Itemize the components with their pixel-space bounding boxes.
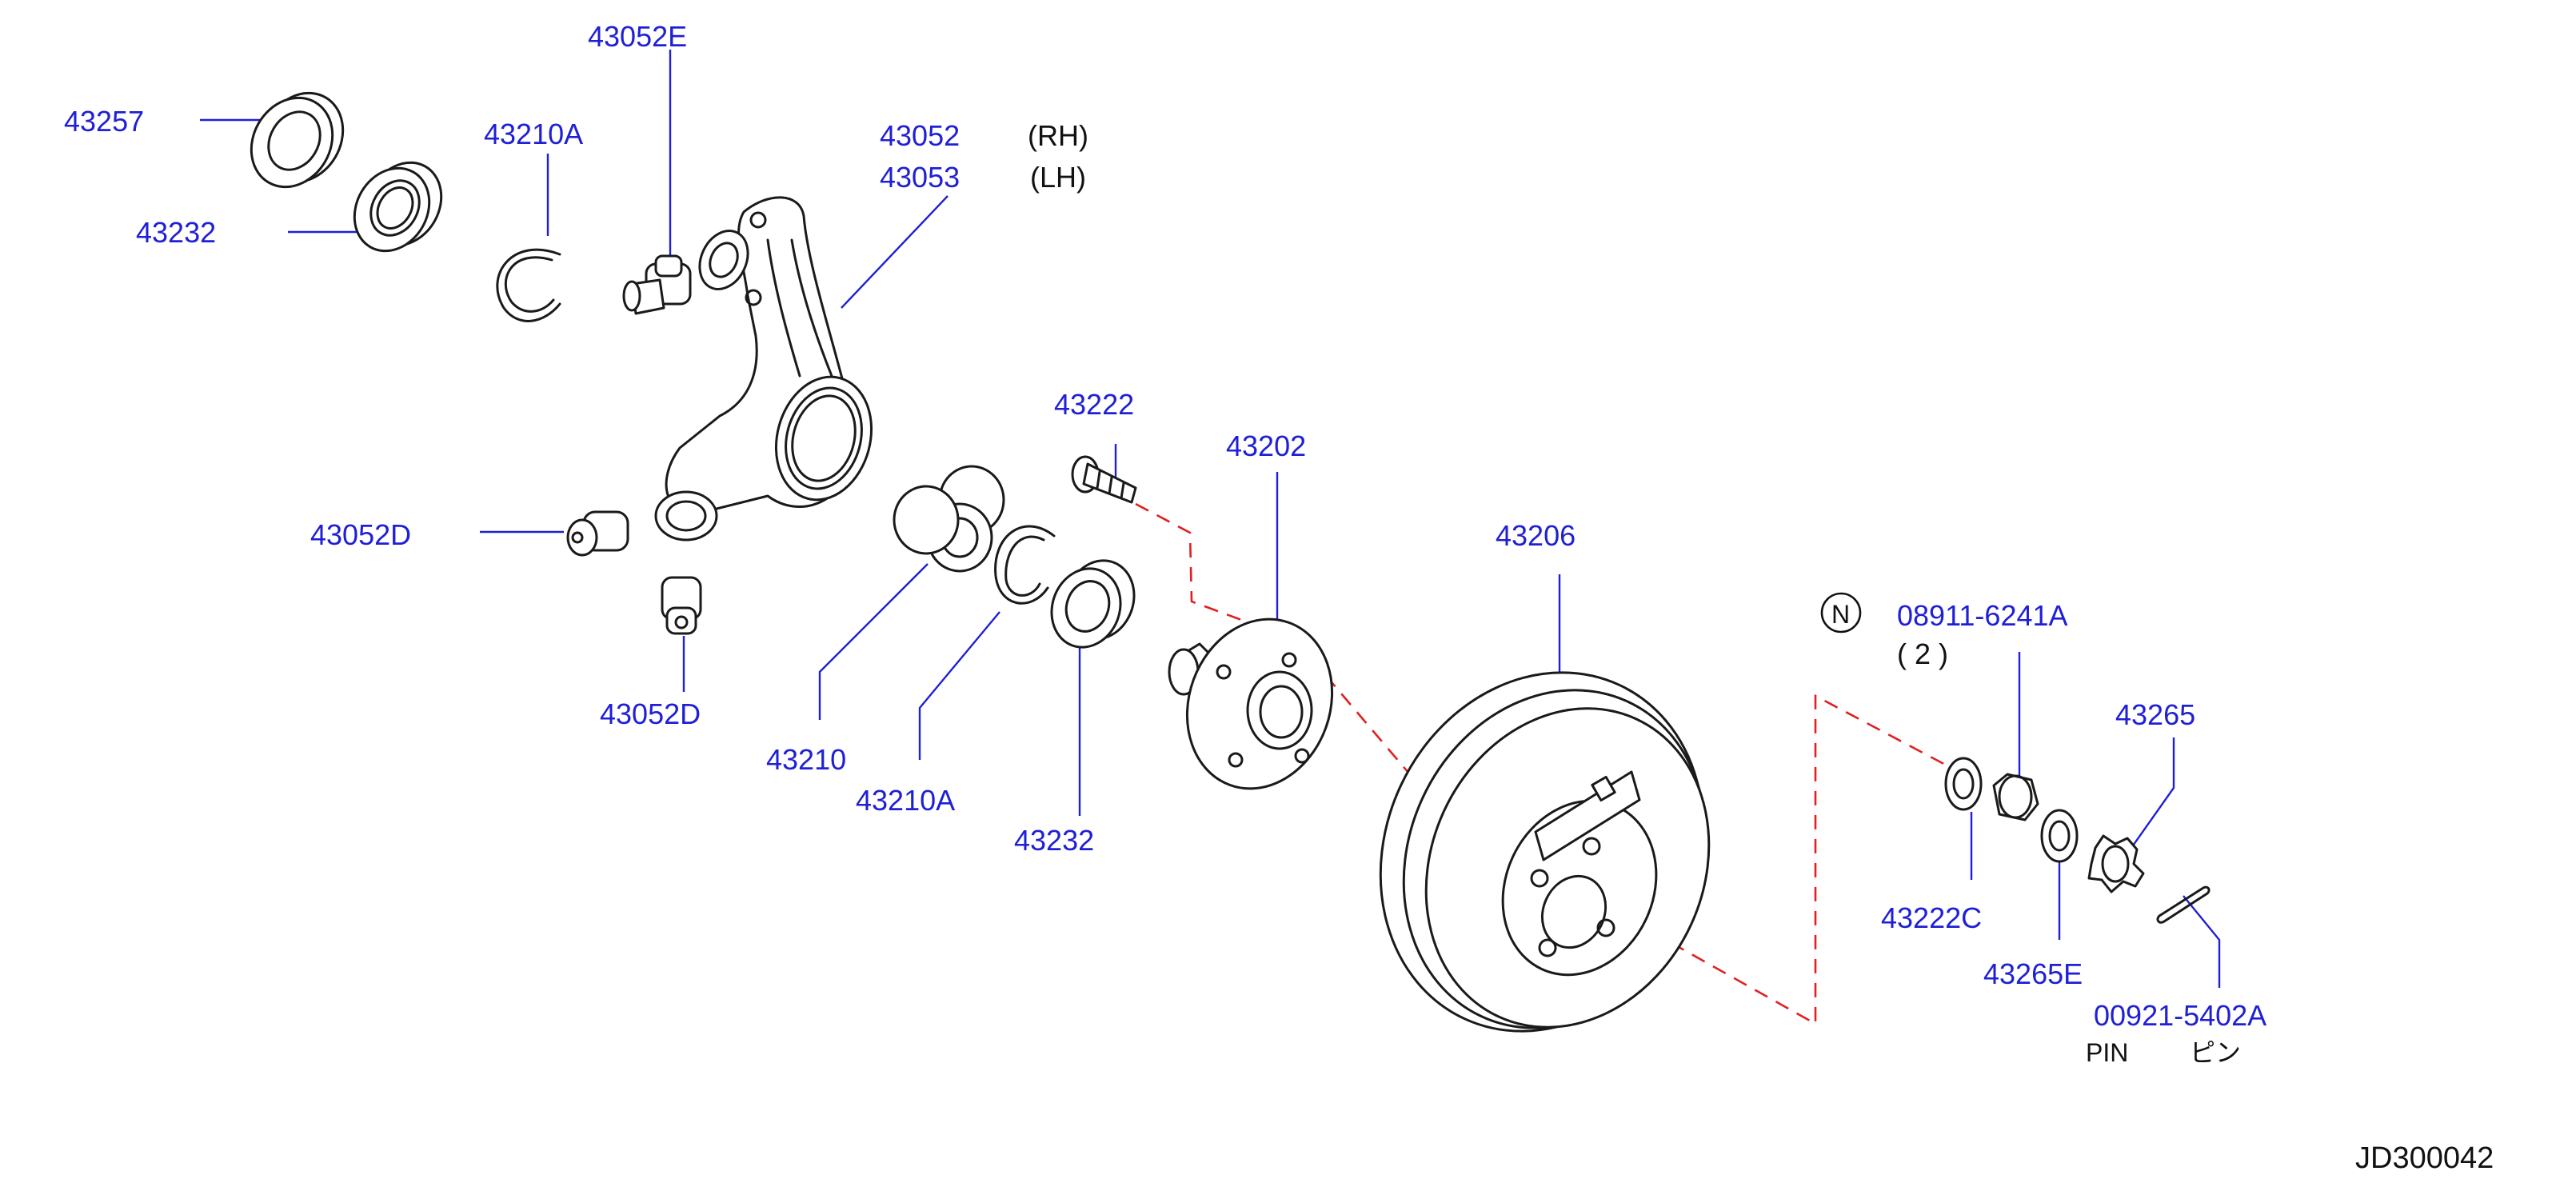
label-43052D-left: 43052D [310,518,411,551]
label-43265: 43265 [2115,698,2195,731]
wheel-bearing-43210-icon [893,465,1005,573]
label-43052-side: (RH) [1028,119,1088,152]
snap-ring-43210A-bottom-icon [994,525,1056,605]
label-43052E: 43052E [588,20,687,53]
label-43202: 43202 [1226,430,1306,462]
label-pin-jp: ピン [2190,1038,2241,1067]
label-43052D-bottom: 43052D [600,697,701,730]
nut-marker-circle [1820,592,1862,633]
label-43210: 43210 [766,743,846,776]
leader-lines [200,50,2221,988]
label-08911-qty: ( 2 ) [1897,637,1948,670]
label-43232-bottom: 43232 [1014,824,1094,857]
seal-43232-top-icon [353,161,443,253]
lock-cap-43265-icon [2087,834,2145,893]
label-43206: 43206 [1496,519,1576,552]
washer-43222C-icon [1944,757,1983,811]
brake-drum-43206-icon [1379,671,1711,1033]
nut-marker-letter: N [1831,600,1850,629]
label-43222: 43222 [1054,388,1134,421]
label-43053: 43053 [880,161,960,194]
hub-bolt-43222-icon [1071,455,1137,504]
assembly-line-bolt-hub [1135,502,1432,801]
cotter-pin-00921-icon [2156,885,2211,924]
label-43222C: 43222C [1881,901,1982,934]
drawing-id: JD300042 [2355,1141,2494,1175]
label-00921-5402A: 00921-5402A [2094,999,2266,1032]
ball-joint-43052D-left-icon [566,510,629,557]
label-43052: 43052 [880,119,960,152]
label-43232-top: 43232 [136,216,216,249]
ball-joint-43052D-bottom-icon [661,576,702,635]
label-43210A-bottom: 43210A [856,784,955,817]
snap-ring-43210A-top-icon [496,248,561,322]
label-43265E: 43265E [1983,957,2083,990]
label-43210A-top: 43210A [484,118,583,150]
seal-43232-bottom-icon [1050,559,1136,649]
hub-nut-08911-icon [1992,773,2039,821]
label-pin-en: PIN [2086,1038,2128,1067]
ball-joint-43052E-icon [622,254,692,315]
label-43257: 43257 [64,105,144,138]
assembly-line-drum-nut [1587,693,1952,1026]
washer-43265E-icon [2040,809,2079,863]
seal-43257-icon [250,91,345,189]
label-08911-6241A: 08911-6241A [1897,599,2068,632]
steering-knuckle-icon [654,196,873,542]
wheel-hub-43202-icon [1168,617,1334,790]
label-43053-side: (LH) [1030,161,1086,194]
